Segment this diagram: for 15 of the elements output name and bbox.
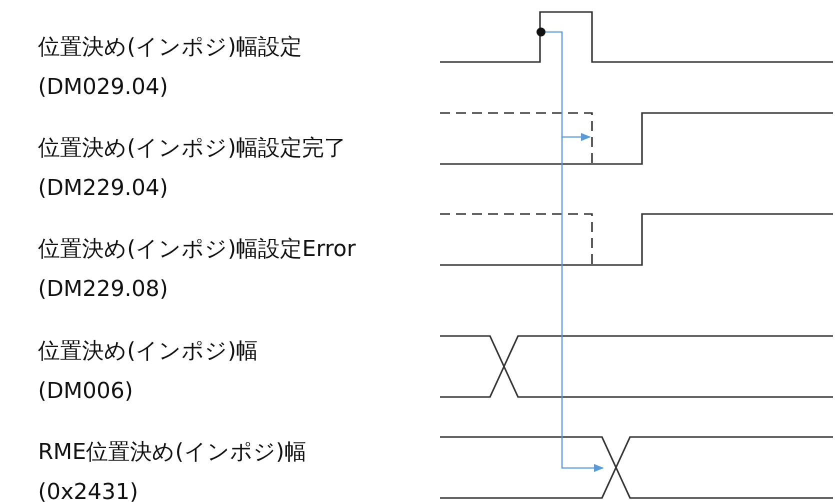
waveform	[440, 111, 833, 166]
signal-address: (DM229.08)	[38, 276, 170, 304]
signal-name: 位置決め(インポジ)幅設定完了	[38, 135, 346, 163]
signal-name: 位置決め(インポジ)幅設定Error	[38, 236, 356, 264]
waveform	[440, 10, 833, 64]
signal-name: 位置決め(インポジ)幅設定	[38, 34, 302, 62]
arrow	[536, 28, 591, 141]
signal-address: (0x2431)	[38, 479, 140, 502]
signal-address: (DM229.04)	[38, 175, 170, 203]
signal-name: 位置決め(インポジ)幅	[38, 338, 258, 366]
waveform	[440, 435, 833, 500]
signal-address: (DM006)	[38, 378, 134, 406]
arrow	[561, 137, 604, 472]
signal-address: (DM029.04)	[38, 74, 170, 102]
signal-name: RME位置決め(インポジ)幅	[38, 439, 306, 467]
